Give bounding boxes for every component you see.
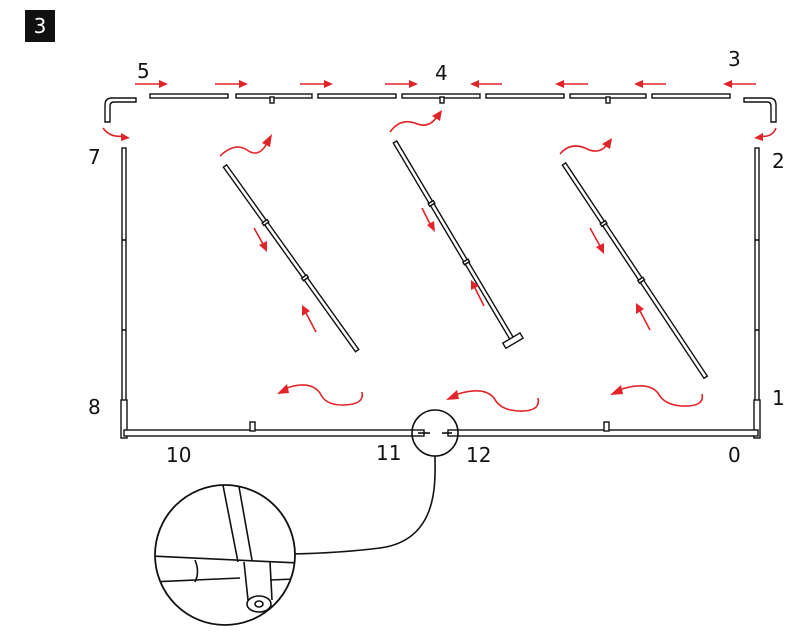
- assembly-arrow-icon: [723, 80, 756, 88]
- assembly-arrow-icon: [302, 305, 317, 333]
- assembly-arrow-icon: [589, 227, 604, 254]
- assembly-arrow-icon: [253, 227, 267, 252]
- assembly-arrow-icon: [471, 280, 485, 307]
- assembly-arrow-icon: [135, 80, 168, 88]
- assembly-arrow-icon: [385, 80, 418, 88]
- rail-joint: [269, 96, 275, 104]
- rail-joint: [605, 96, 611, 104]
- part-label-1: 1: [772, 386, 785, 410]
- part-label-5: 5: [137, 59, 150, 83]
- curved-flip-arrow-icon: [102, 127, 130, 141]
- part-label-7: 7: [88, 145, 101, 169]
- assembly-arrow-icon: [555, 80, 588, 88]
- part-labels: 5 4 3 7 2 8 1 10 11 12 0: [88, 47, 785, 467]
- detail-zoom-circle: [154, 484, 296, 626]
- top-rail-segment: [149, 93, 229, 99]
- part-label-10: 10: [166, 443, 191, 467]
- right-vertical-post: [753, 147, 761, 439]
- curved-flip-arrow-icon: [754, 127, 777, 141]
- diagonal-rod-right: [561, 161, 709, 380]
- curved-flip-arrow-icon: [610, 385, 704, 407]
- top-rail-segment: [317, 93, 397, 99]
- left-vertical-post: [120, 147, 128, 439]
- assembly-arrow-icon: [421, 207, 435, 232]
- top-arrows: [135, 80, 756, 88]
- part-label-2: 2: [772, 149, 785, 173]
- top-rail: [104, 93, 777, 123]
- curved-flip-arrow-icon: [277, 384, 364, 406]
- curved-flip-arrow-icon: [446, 390, 540, 412]
- magnifier-detail-icon: [291, 409, 459, 555]
- part-label-0: 0: [728, 443, 741, 467]
- diagonal-rod-left: [222, 163, 360, 353]
- assembly-arrow-icon: [215, 80, 248, 88]
- assembly-arrow-icon: [636, 303, 651, 331]
- assembly-arrow-icon: [470, 80, 502, 88]
- diagonal-rod-center: [392, 140, 525, 350]
- curved-flip-arrow-icon: [219, 134, 272, 157]
- bottom-rail: [123, 421, 759, 437]
- assembly-arrow-icon: [300, 80, 333, 88]
- top-rail-segment: [651, 93, 731, 99]
- rail-joint: [439, 96, 445, 104]
- part-label-8: 8: [88, 395, 101, 419]
- part-label-11: 11: [376, 441, 401, 465]
- top-rail-segment: [485, 93, 565, 99]
- diagonal-arrows: [253, 207, 651, 333]
- part-label-4: 4: [435, 61, 448, 85]
- curved-flip-arrow-icon: [389, 110, 442, 133]
- step-number-badge: 3: [25, 10, 55, 42]
- assembly-arrow-icon: [634, 80, 666, 88]
- curved-flip-arrow-icon: [559, 138, 612, 155]
- part-label-12: 12: [466, 443, 491, 467]
- top-left-corner-piece: [104, 97, 137, 123]
- top-right-corner-piece: [743, 97, 777, 123]
- part-label-3: 3: [728, 47, 741, 71]
